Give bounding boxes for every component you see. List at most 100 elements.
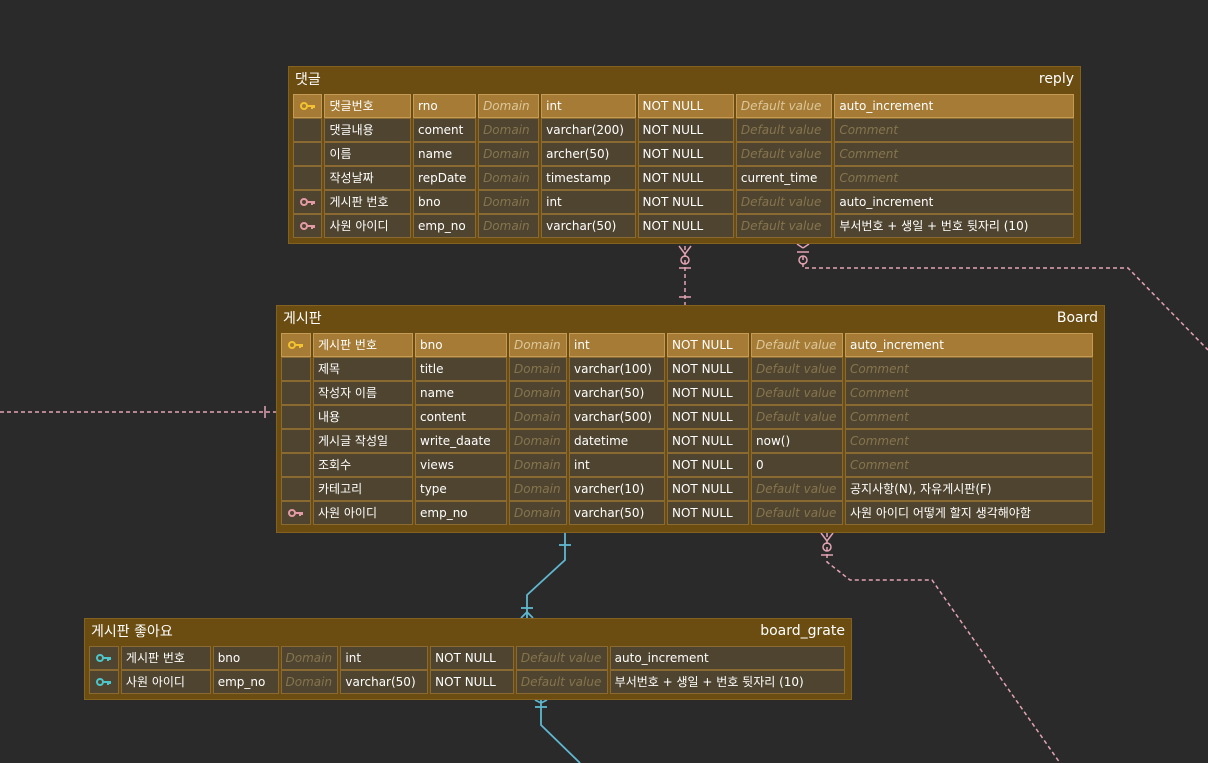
column-logical-name[interactable]: 댓글내용 — [324, 118, 412, 142]
column-default[interactable]: Default value — [735, 118, 833, 142]
column-logical-name[interactable]: 조회수 — [313, 453, 413, 477]
column-comment[interactable]: Comment — [845, 453, 1093, 477]
column-comment[interactable]: Comment — [845, 357, 1093, 381]
column-domain[interactable]: Domain — [280, 646, 339, 670]
column-logical-name[interactable]: 이름 — [324, 142, 412, 166]
column-type[interactable]: varchar(50) — [569, 381, 665, 405]
column-type[interactable]: varchar(50) — [541, 214, 636, 238]
column-comment[interactable]: Comment — [845, 381, 1093, 405]
column-domain[interactable]: Domain — [509, 429, 567, 453]
column-comment[interactable]: 공지사항(N), 자유게시판(F) — [845, 477, 1093, 501]
column-logical-name[interactable]: 게시판 번호 — [120, 646, 211, 670]
column-comment[interactable]: 사원 아이디 어떻게 할지 생각해야함 — [845, 501, 1093, 525]
column-physical-name[interactable]: bno — [415, 333, 507, 357]
column-comment[interactable]: Comment — [834, 166, 1075, 190]
column-type[interactable]: varchar(200) — [541, 118, 636, 142]
rel-board-employee-line[interactable] — [820, 532, 1061, 763]
column-null[interactable]: NOT NULL — [667, 333, 749, 357]
column-physical-name[interactable]: views — [415, 453, 507, 477]
column-physical-name[interactable]: rno — [413, 94, 477, 118]
table-header[interactable]: 게시판 Board — [277, 306, 1104, 330]
column-logical-name[interactable]: 사원 아이디 — [324, 214, 412, 238]
column-default[interactable]: Default value — [735, 142, 833, 166]
column-type[interactable]: archer(50) — [541, 142, 636, 166]
column-physical-name[interactable]: title — [415, 357, 507, 381]
column-default[interactable]: Default value — [751, 381, 843, 405]
column-default[interactable]: Default value — [751, 405, 843, 429]
column-domain[interactable]: Domain — [509, 477, 567, 501]
column-comment[interactable]: 부서번호 + 생일 + 번호 뒷자리 (10) — [609, 670, 845, 694]
column-logical-name[interactable]: 제목 — [313, 357, 413, 381]
column-default[interactable]: Default value — [735, 190, 833, 214]
column-default[interactable]: now() — [751, 429, 843, 453]
column-domain[interactable]: Domain — [509, 501, 567, 525]
column-default[interactable]: Default value — [515, 646, 608, 670]
column-type[interactable]: int — [541, 190, 636, 214]
column-null[interactable]: NOT NULL — [637, 214, 734, 238]
column-comment[interactable]: Comment — [845, 405, 1093, 429]
column-type[interactable]: datetime — [569, 429, 665, 453]
column-logical-name[interactable]: 댓글번호 — [324, 94, 412, 118]
column-null[interactable]: NOT NULL — [637, 166, 734, 190]
column-null[interactable]: NOT NULL — [667, 405, 749, 429]
column-domain[interactable]: Domain — [509, 357, 567, 381]
column-physical-name[interactable]: write_daate — [415, 429, 507, 453]
column-type[interactable]: varchar(50) — [340, 670, 429, 694]
column-domain[interactable]: Domain — [478, 214, 540, 238]
column-default[interactable]: Default value — [751, 477, 843, 501]
column-default[interactable]: Default value — [735, 214, 833, 238]
column-null[interactable]: NOT NULL — [667, 429, 749, 453]
column-domain[interactable]: Domain — [478, 94, 540, 118]
column-type[interactable]: varchar(100) — [569, 357, 665, 381]
column-logical-name[interactable]: 게시글 작성일 — [313, 429, 413, 453]
column-comment[interactable]: Comment — [834, 142, 1075, 166]
column-logical-name[interactable]: 작성자 이름 — [313, 381, 413, 405]
column-logical-name[interactable]: 게시판 번호 — [324, 190, 412, 214]
column-physical-name[interactable]: repDate — [413, 166, 477, 190]
column-logical-name[interactable]: 카테고리 — [313, 477, 413, 501]
column-default[interactable]: Default value — [735, 94, 833, 118]
column-domain[interactable]: Domain — [509, 453, 567, 477]
rel-board-grate-line[interactable] — [520, 533, 571, 619]
column-type[interactable]: int — [340, 646, 429, 670]
column-domain[interactable]: Domain — [478, 166, 540, 190]
column-default[interactable]: Default value — [751, 501, 843, 525]
column-physical-name[interactable]: bno — [413, 190, 477, 214]
column-comment[interactable]: Comment — [834, 118, 1075, 142]
column-comment[interactable]: Comment — [845, 429, 1093, 453]
column-logical-name[interactable]: 사원 아이디 — [120, 670, 211, 694]
column-type[interactable]: varchar(500) — [569, 405, 665, 429]
column-physical-name[interactable]: emp_no — [212, 670, 279, 694]
column-physical-name[interactable]: emp_no — [415, 501, 507, 525]
column-null[interactable]: NOT NULL — [667, 477, 749, 501]
table-header[interactable]: 게시판 좋아요 board_grate — [85, 619, 851, 643]
column-null[interactable]: NOT NULL — [667, 501, 749, 525]
column-null[interactable]: NOT NULL — [667, 381, 749, 405]
rel-left-board-line[interactable] — [0, 406, 276, 418]
column-domain[interactable]: Domain — [478, 142, 540, 166]
column-physical-name[interactable]: emp_no — [413, 214, 477, 238]
column-logical-name[interactable]: 작성날짜 — [324, 166, 412, 190]
column-null[interactable]: NOT NULL — [430, 670, 514, 694]
column-null[interactable]: NOT NULL — [637, 118, 734, 142]
column-null[interactable]: NOT NULL — [637, 190, 734, 214]
column-comment[interactable]: auto_increment — [845, 333, 1093, 357]
column-physical-name[interactable]: name — [413, 142, 477, 166]
column-default[interactable]: 0 — [751, 453, 843, 477]
column-logical-name[interactable]: 사원 아이디 — [313, 501, 413, 525]
